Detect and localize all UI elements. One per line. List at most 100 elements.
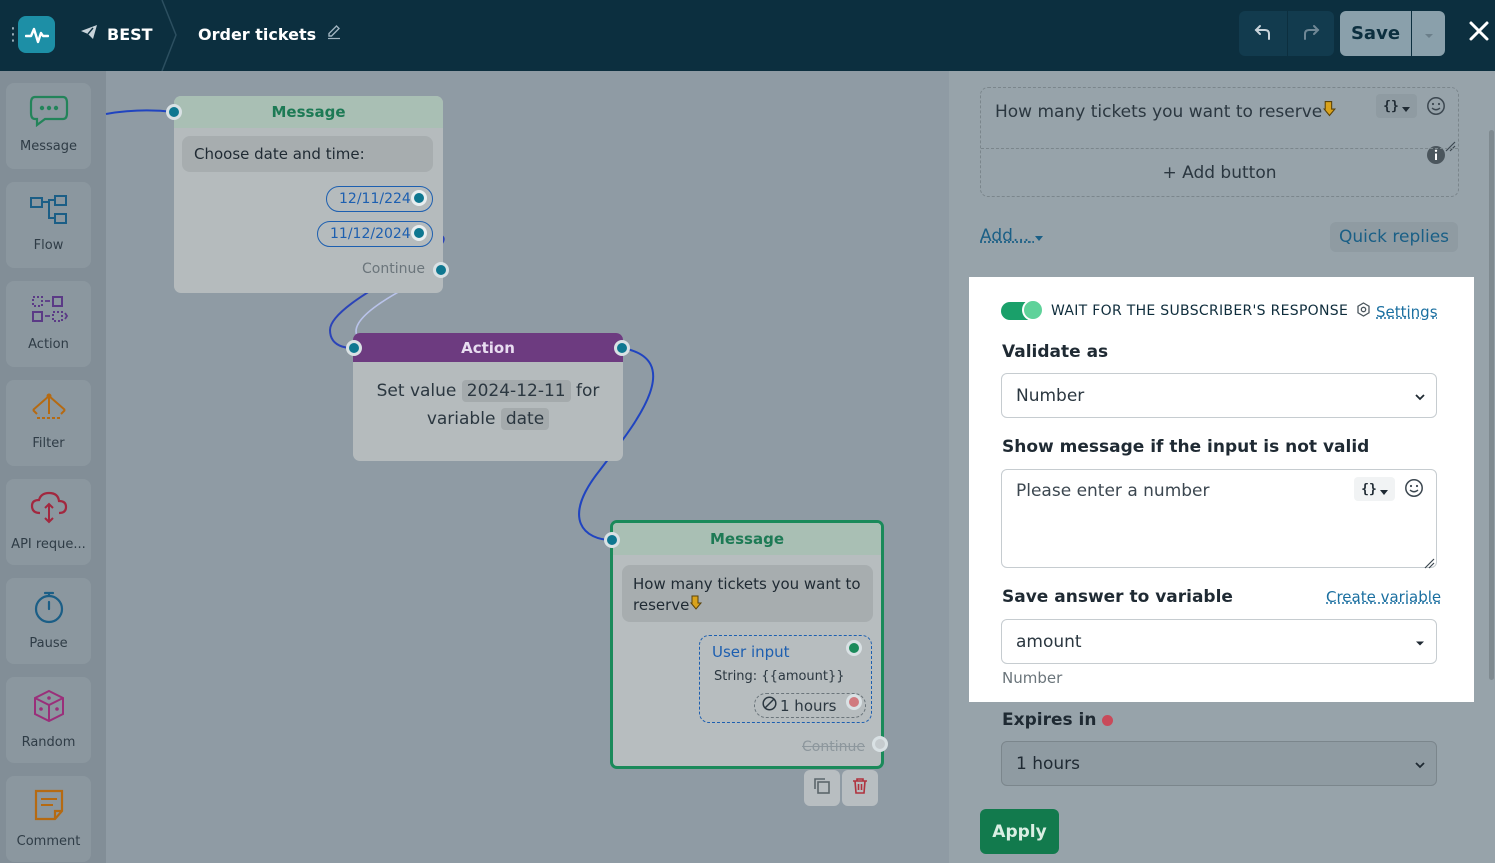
edit-pencil-icon[interactable] (326, 24, 342, 44)
toolbox-item-message[interactable]: Message (6, 83, 91, 169)
node-title: Message (613, 523, 881, 555)
settings-link[interactable]: Settings (1356, 302, 1438, 321)
required-dot-icon (1102, 714, 1114, 726)
input-port[interactable] (604, 532, 620, 548)
braces-icon: {} (1361, 481, 1377, 497)
quick-replies-button[interactable]: Quick replies (1330, 222, 1458, 252)
action-value: 2024-12-11 (461, 380, 571, 402)
toolbox-item-action[interactable]: Action (6, 281, 91, 367)
user-input-type: String: {{amount}} (714, 669, 845, 684)
bot-breadcrumb[interactable]: BEST (80, 24, 153, 44)
pointing-hand-icon (689, 595, 703, 614)
emoji-icon[interactable] (1404, 478, 1424, 502)
date-button-2[interactable]: 11/12/2024 (317, 221, 433, 247)
apply-button[interactable]: Apply (980, 809, 1059, 854)
button-port-1[interactable] (411, 190, 427, 206)
add-button[interactable]: + Add button (981, 148, 1458, 196)
pause-icon (29, 590, 69, 628)
info-icon[interactable] (1426, 145, 1446, 169)
toolbox-item-api-request[interactable]: API reque... (6, 479, 91, 565)
filter-icon (29, 392, 69, 428)
toolbox-label: Action (28, 337, 69, 352)
emoji-icon[interactable] (1426, 96, 1446, 120)
toolbox-label: Random (21, 735, 76, 750)
app-logo-icon[interactable] (18, 16, 55, 53)
message-node-2[interactable]: Message How many tickets you want to res… (610, 520, 884, 769)
action-text: variable (426, 409, 496, 429)
undo-button[interactable] (1239, 11, 1287, 56)
duplicate-node-button[interactable] (804, 770, 840, 806)
invalid-message-input[interactable] (1001, 469, 1437, 568)
toolbox-item-filter[interactable]: Filter (6, 380, 91, 466)
timeout-port[interactable] (846, 694, 862, 710)
output-port[interactable] (614, 340, 630, 356)
button-port-2[interactable] (411, 225, 427, 241)
action-variable: date (500, 408, 550, 430)
chevron-down-icon (1379, 480, 1388, 499)
insert-variable-button[interactable]: {} (1354, 477, 1395, 501)
variable-value: amount (1016, 631, 1082, 652)
insert-variable-button[interactable]: {} (1376, 94, 1417, 118)
add-menu-link[interactable]: Add... (980, 226, 1043, 246)
message-bubble[interactable]: Choose date and time: (182, 136, 433, 172)
create-variable-link[interactable]: Create variable (1326, 588, 1442, 606)
toolbox-item-flow[interactable]: Flow (6, 182, 91, 268)
message-node-1[interactable]: Message Choose date and time: 12/11/224 … (174, 96, 443, 293)
menu-dots-icon[interactable]: ⋮ (4, 24, 22, 45)
user-input-title: User input (712, 643, 790, 661)
validate-select[interactable]: Number (1001, 373, 1437, 418)
validate-label: Validate as (1002, 342, 1109, 362)
toggle-knob[interactable] (1022, 299, 1044, 321)
save-options-button[interactable] (1412, 11, 1445, 56)
wait-response-label: WAIT FOR THE SUBSCRIBER'S RESPONSE (1051, 303, 1349, 319)
toolbox-item-random[interactable]: Random (6, 677, 91, 763)
toolbox-label: Message (20, 139, 77, 154)
chevron-down-icon (1401, 97, 1410, 116)
breadcrumb-separator (161, 0, 177, 71)
date-button-1[interactable]: 12/11/224 (326, 186, 433, 212)
telegram-icon (80, 24, 98, 44)
close-icon (1468, 20, 1490, 46)
toolbox-label: Flow (33, 238, 64, 253)
toolbox-label: Pause (29, 636, 68, 651)
input-port[interactable] (166, 104, 182, 120)
message-icon (29, 95, 69, 131)
invalid-message-label: Show message if the input is not valid (1002, 437, 1370, 457)
user-input-port[interactable] (846, 640, 862, 656)
settings-label: Settings (1376, 302, 1438, 321)
expires-select[interactable]: 1 hours (1001, 741, 1437, 786)
variable-select[interactable]: amount (1001, 619, 1437, 664)
trash-icon (851, 777, 869, 799)
flow-name: Order tickets (198, 24, 317, 44)
input-port[interactable] (346, 340, 362, 356)
chevron-down-icon (1414, 388, 1426, 408)
message-bubble[interactable]: How many tickets you want to reserve (622, 565, 873, 622)
expires-label-text: Expires in (1002, 710, 1097, 730)
timeout-value: 1 hours (780, 696, 837, 715)
save-button[interactable]: Save (1340, 11, 1411, 56)
variable-type-hint: Number (1002, 669, 1063, 687)
message-editor[interactable] (980, 87, 1459, 197)
message-editor-text[interactable]: How many tickets you want to reserve (995, 99, 1337, 122)
redo-button[interactable] (1288, 11, 1334, 56)
flow-icon (29, 194, 69, 230)
add-menu-label: Add... (980, 226, 1030, 246)
toolbox-label: Filter (32, 436, 65, 451)
toolbox-item-comment[interactable]: Comment (6, 776, 91, 862)
user-input-box[interactable]: User input String: {{amount}} 1 hours (699, 635, 872, 723)
delete-node-button[interactable] (842, 770, 878, 806)
timeout-chip[interactable]: 1 hours (754, 693, 866, 718)
api-request-icon (29, 491, 69, 529)
invalid-message-text[interactable]: Please enter a number (1016, 481, 1210, 501)
continue-port[interactable] (872, 736, 888, 752)
panel-scrollbar[interactable] (1489, 130, 1494, 680)
continue-label: Continue (362, 261, 425, 277)
block-icon (762, 696, 777, 715)
close-button[interactable] (1462, 16, 1495, 50)
flow-title: Order tickets (198, 24, 342, 44)
resize-handle-icon[interactable] (1423, 554, 1435, 573)
continue-port[interactable] (433, 262, 449, 278)
action-node[interactable]: Action Set value 2024-12-11 for variable… (353, 333, 623, 461)
action-description: Set value 2024-12-11 for variable date (353, 377, 623, 433)
toolbox-item-pause[interactable]: Pause (6, 578, 91, 664)
